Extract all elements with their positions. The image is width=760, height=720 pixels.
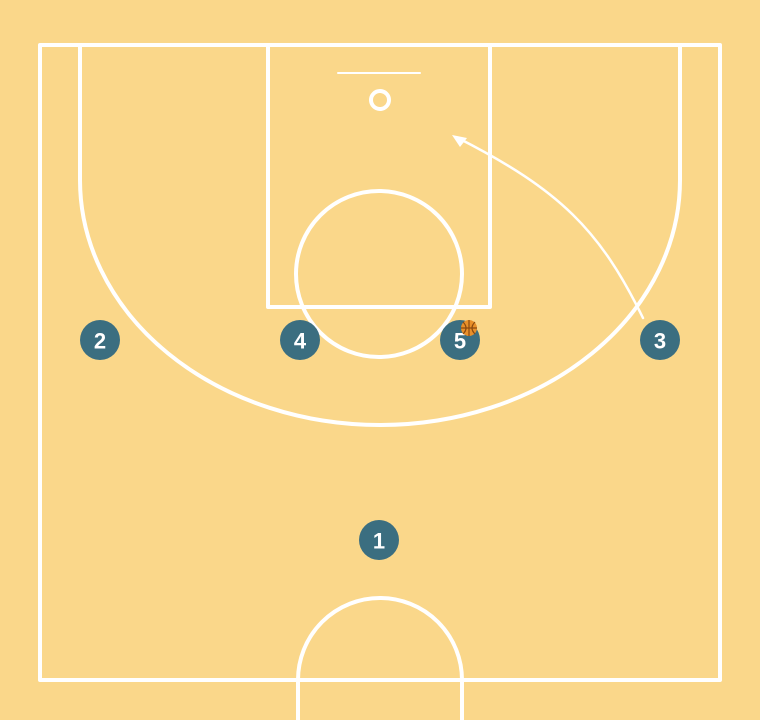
center-circle	[296, 596, 464, 720]
player-3[interactable]: 3	[640, 320, 680, 360]
free-throw-circle	[294, 189, 464, 359]
player-2[interactable]: 2	[80, 320, 120, 360]
arrow-head-icon	[452, 135, 467, 147]
player-2-circle	[80, 320, 120, 360]
player-3-label: 3	[654, 329, 666, 354]
player-3-circle	[640, 320, 680, 360]
player-4[interactable]: 4	[280, 320, 320, 360]
cut-path-player-3	[456, 136, 645, 320]
key-paint	[266, 43, 492, 309]
movement-group	[452, 135, 645, 320]
ball-seams	[461, 320, 477, 336]
player-1-circle	[359, 520, 399, 560]
hoop	[369, 89, 391, 111]
player-5-label: 5	[454, 329, 466, 354]
players-group: 1 2 3 4 5	[80, 320, 680, 560]
player-2-label: 2	[94, 329, 106, 354]
player-1[interactable]: 1	[359, 520, 399, 560]
basketball-icon[interactable]	[461, 320, 477, 336]
court-lines	[38, 43, 722, 720]
three-point-line	[78, 43, 682, 427]
player-4-circle	[280, 320, 320, 360]
player-4-label: 4	[294, 329, 307, 354]
player-1-label: 1	[373, 529, 385, 554]
